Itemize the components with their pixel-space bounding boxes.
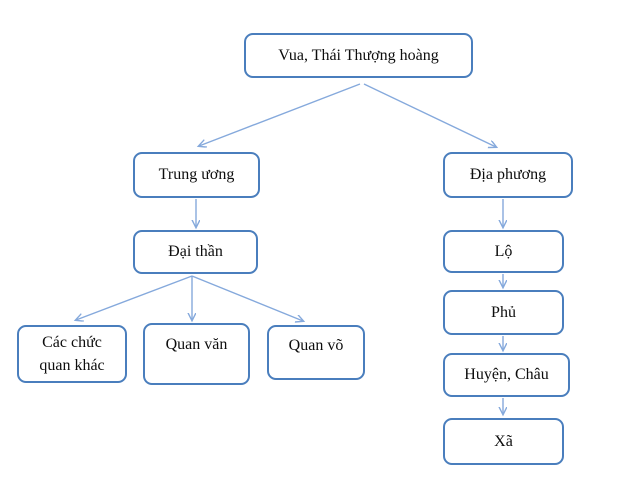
node-xa: Xã xyxy=(443,418,564,465)
node-label: Quan văn xyxy=(165,336,228,354)
node-dia-phuong: Địa phương xyxy=(443,152,573,198)
edge-dai-than-quan-vo xyxy=(191,275,303,321)
node-quan-vo: Quan võ xyxy=(267,325,365,380)
node-label: Quan võ xyxy=(288,336,344,354)
node-label: Đại thần xyxy=(168,243,223,261)
node-label: Các chức quan khác xyxy=(39,333,105,374)
edge-dai-than-cac-chuc xyxy=(76,275,193,320)
node-vua-thai-thuong-hoang: Vua, Thái Thượng hoàng xyxy=(244,33,473,78)
node-label: Phủ xyxy=(491,303,516,321)
node-label: Địa phương xyxy=(469,166,547,184)
node-label: Vua, Thái Thượng hoàng xyxy=(278,46,439,64)
node-label: Xã xyxy=(494,432,513,450)
node-dai-than: Đại thần xyxy=(133,230,258,274)
node-phu: Phủ xyxy=(443,290,564,335)
edge-vua-dia-phuong xyxy=(363,83,496,147)
node-label: Huyện, Châu xyxy=(464,366,549,384)
edge-vua-trung-uong xyxy=(199,83,361,146)
node-lo: Lộ xyxy=(443,230,564,273)
node-label: Trung ương xyxy=(158,166,235,184)
node-huyen-chau: Huyện, Châu xyxy=(443,353,570,397)
node-cac-chuc-quan-khac: Các chức quan khác xyxy=(17,325,127,383)
node-label: Lộ xyxy=(494,242,513,260)
node-trung-uong: Trung ương xyxy=(133,152,260,198)
node-quan-van: Quan văn xyxy=(143,323,250,385)
